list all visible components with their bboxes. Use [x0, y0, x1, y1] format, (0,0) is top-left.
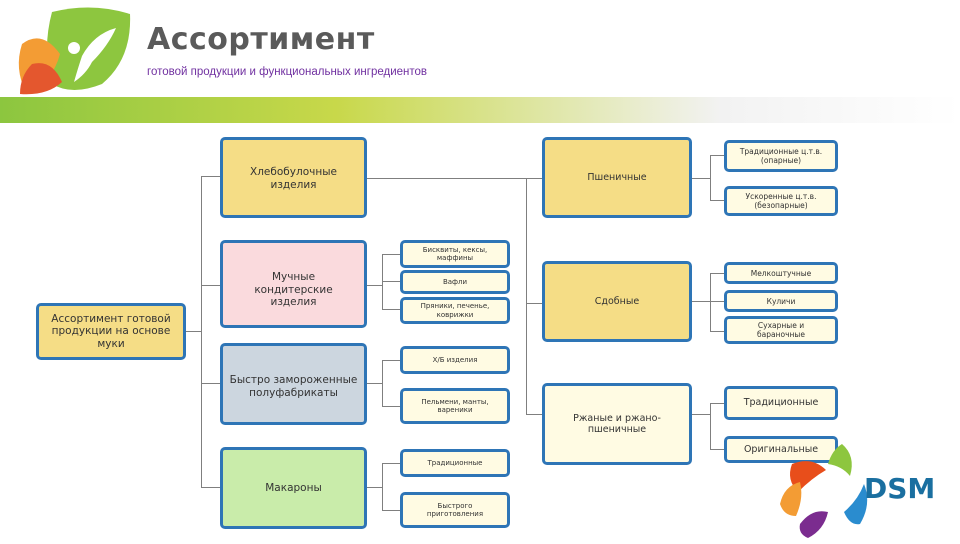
- node-rye-original-label: Оригинальные: [743, 443, 819, 455]
- node-rusks: Сухарные и бараночные: [724, 316, 838, 344]
- connector: [690, 178, 710, 179]
- leaf-logo-icon: [18, 7, 131, 95]
- dsm-logo: DSM: [772, 434, 960, 540]
- connector: [366, 383, 382, 384]
- node-small-piece: Мелкоштучные: [724, 262, 838, 284]
- node-flour-confectionery: Мучные кондитерские изделия: [220, 240, 367, 328]
- node-frozen-label: Быстро замороженные полуфабрикаты: [229, 374, 358, 399]
- connector: [201, 285, 220, 286]
- node-wafers: Вафли: [400, 270, 510, 294]
- connector: [710, 200, 724, 201]
- node-gingerbread-label: Пряники, печенье, коврижки: [420, 302, 490, 319]
- node-gingerbread: Пряники, печенье, коврижки: [400, 297, 510, 324]
- connector: [710, 403, 711, 449]
- node-kulich: Куличи: [724, 290, 838, 312]
- node-rye-traditional-label: Традиционные: [743, 397, 819, 409]
- node-wheat: Пшеничные: [542, 137, 692, 218]
- connector: [382, 406, 400, 407]
- node-accelerated: Ускоренные ц.т.в. (безопарные): [724, 186, 838, 216]
- connector: [710, 273, 724, 274]
- node-rusks-label: Сухарные и бараночные: [757, 321, 805, 339]
- connector: [710, 403, 724, 404]
- node-flour-confectionery-label: Мучные кондитерские изделия: [254, 271, 333, 309]
- node-rye-traditional: Традиционные: [724, 386, 838, 420]
- node-root-label: Ассортимент готовой продукции на основе …: [51, 312, 171, 350]
- node-dumplings-label: Пельмени, манты, вареники: [421, 397, 489, 414]
- connector: [201, 487, 220, 488]
- connector: [201, 176, 220, 177]
- connector: [382, 281, 400, 282]
- node-pasta: Макароны: [220, 447, 367, 529]
- node-wafers-label: Вафли: [442, 277, 468, 286]
- node-frozen: Быстро замороженные полуфабрикаты: [220, 343, 367, 425]
- node-biscuits-label: Бисквиты, кексы, маффины: [422, 245, 488, 262]
- connector: [382, 360, 400, 361]
- connector: [526, 178, 542, 179]
- connector: [690, 414, 710, 415]
- node-kulich-label: Куличи: [766, 296, 796, 306]
- dsm-logo-text: DSM: [864, 472, 935, 505]
- node-biscuits: Бисквиты, кексы, маффины: [400, 240, 510, 268]
- connector: [382, 510, 400, 511]
- node-wheat-label: Пшеничные: [587, 171, 647, 183]
- node-accelerated-label: Ускоренные ц.т.в. (безопарные): [745, 192, 817, 210]
- connector: [201, 383, 220, 384]
- connector: [201, 176, 202, 488]
- connector: [526, 178, 527, 414]
- node-bread-products: Х/Б изделия: [400, 346, 510, 374]
- connector: [710, 449, 724, 450]
- connector: [710, 155, 711, 200]
- node-traditional-sponge-label: Традиционные ц.т.в. (опарные): [739, 147, 823, 165]
- node-root: Ассортимент готовой продукции на основе …: [36, 303, 186, 360]
- dsm-logo-icon: DSM: [780, 444, 935, 538]
- connector: [382, 309, 400, 310]
- node-pasta-label: Макароны: [265, 481, 322, 494]
- page-title: Ассортимент: [147, 22, 375, 57]
- node-pasta-traditional-label: Традиционные: [427, 458, 483, 467]
- node-bakery: Хлебобулочные изделия: [220, 137, 367, 218]
- connector: [710, 331, 724, 332]
- connector: [710, 155, 724, 156]
- node-pasta-quick: Быстрого приготовления: [400, 492, 510, 528]
- connector: [690, 301, 710, 302]
- connector: [366, 178, 526, 179]
- connector: [366, 285, 382, 286]
- node-rye: Ржаные и ржано-пшеничные: [542, 383, 692, 465]
- connector: [710, 273, 711, 331]
- connector: [382, 360, 383, 406]
- node-traditional-sponge: Традиционные ц.т.в. (опарные): [724, 140, 838, 172]
- node-rich: Сдобные: [542, 261, 692, 342]
- node-pasta-traditional: Традиционные: [400, 449, 510, 477]
- connector: [526, 303, 542, 304]
- page-subtitle: готовой продукции и функциональных ингре…: [147, 66, 428, 78]
- connector: [710, 301, 724, 302]
- connector: [382, 463, 400, 464]
- node-dumplings: Пельмени, манты, вареники: [400, 388, 510, 424]
- connector: [382, 463, 383, 510]
- header: Ассортимент готовой продукции и функцион…: [0, 0, 960, 96]
- connector: [366, 487, 382, 488]
- connector: [526, 414, 542, 415]
- connector: [185, 331, 201, 332]
- node-bakery-label: Хлебобулочные изделия: [250, 166, 337, 191]
- header-band: [0, 97, 960, 123]
- node-pasta-quick-label: Быстрого приготовления: [426, 501, 484, 518]
- connector: [382, 254, 400, 255]
- node-small-piece-label: Мелкоштучные: [750, 268, 812, 278]
- node-rye-label: Ржаные и ржано-пшеничные: [573, 412, 661, 435]
- node-bread-products-label: Х/Б изделия: [432, 355, 478, 364]
- node-rich-label: Сдобные: [594, 295, 640, 307]
